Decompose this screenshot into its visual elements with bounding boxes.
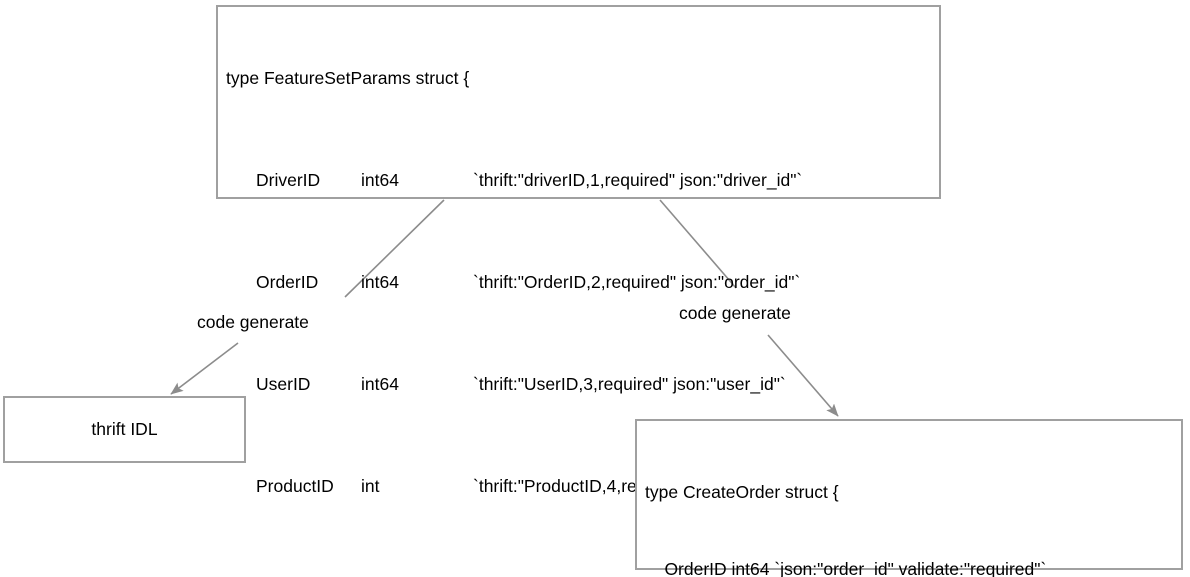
createorder-code: type CreateOrder struct { OrderID int64 …	[645, 429, 1181, 577]
field-name: OrderID	[256, 272, 319, 292]
node-createorder[interactable]: type CreateOrder struct { OrderID int64 …	[635, 419, 1183, 577]
indent	[226, 270, 256, 296]
node-thrift-idl[interactable]: thrift IDL	[3, 396, 246, 463]
field-type: int64	[361, 170, 399, 190]
field-tag: `thrift:"UserID,3,required" json:"user_i…	[473, 374, 786, 394]
field-name: UserID	[256, 374, 311, 394]
field-type: int64	[361, 374, 399, 394]
struct-field-row: DriverID int64 `thrift:"driverID,1,require…	[226, 168, 939, 194]
featuresetparams-code: type FeatureSetParams struct { DriverID i…	[226, 15, 939, 577]
struct-field-row: OrderID int64 `json:"order_id" validate:…	[645, 558, 1047, 577]
indent	[226, 474, 256, 500]
struct-header: type FeatureSetParams struct {	[226, 68, 470, 88]
struct-header: type CreateOrder struct {	[645, 482, 839, 502]
field-tag: `thrift:"OrderID,2,required" json:"order…	[473, 272, 801, 292]
struct-field-row: OrderID int64 `thrift:"OrderID,2,required"…	[226, 270, 939, 296]
field-name: ProductID	[256, 476, 334, 496]
field-type: int64	[361, 272, 399, 292]
indent	[226, 372, 256, 398]
field-name: DriverID	[256, 170, 321, 190]
field-type: int	[361, 476, 380, 496]
thrift-idl-label: thrift IDL	[91, 419, 158, 439]
edge-label-code-generate-left: code generate	[194, 311, 312, 333]
edge-label-code-generate-right: code generate	[676, 302, 794, 324]
node-featuresetparams[interactable]: type FeatureSetParams struct { DriverID i…	[216, 5, 941, 496]
indent	[226, 168, 256, 194]
struct-field-row: UserID int64 `thrift:"UserID,3,required" j…	[226, 372, 939, 398]
field-tag: `thrift:"driverID,1,required" json:"driv…	[473, 170, 803, 190]
